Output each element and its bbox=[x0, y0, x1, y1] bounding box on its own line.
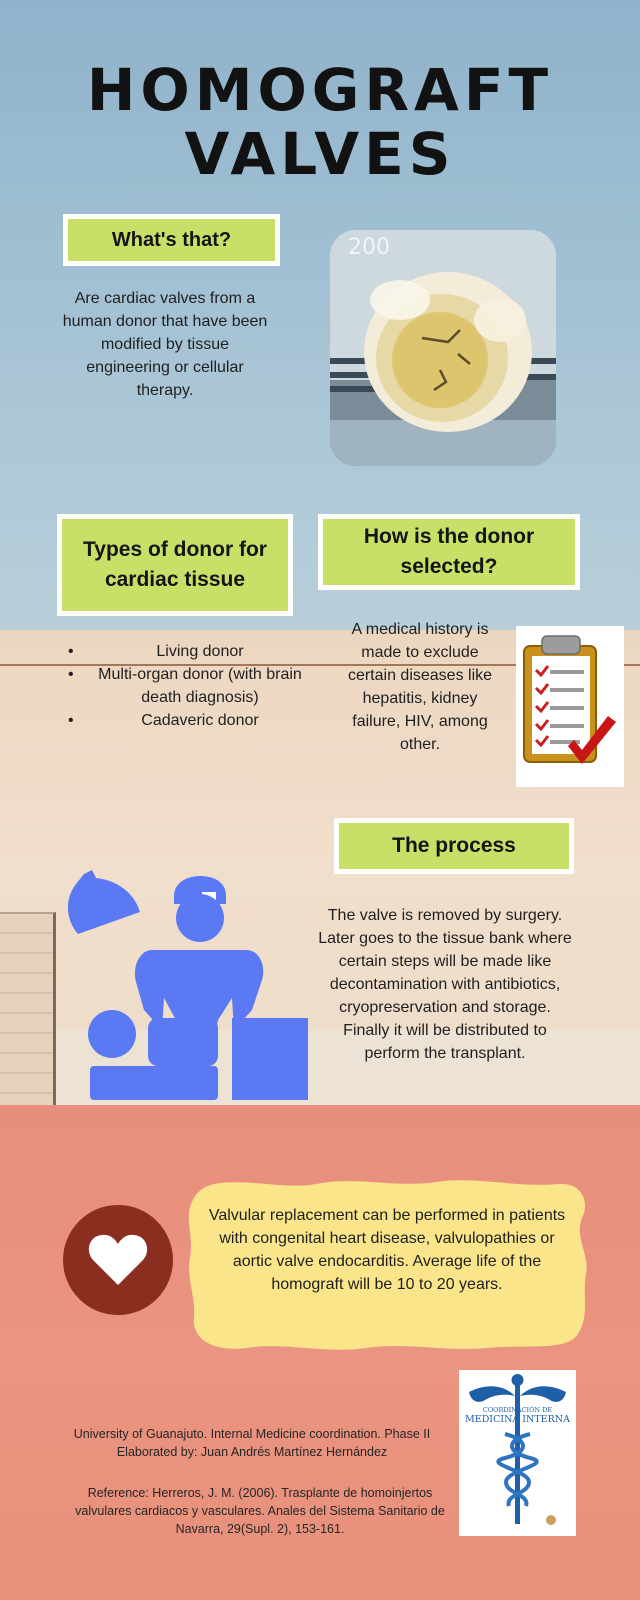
credits-line-1: University of Guanajuto. Internal Medici… bbox=[73, 1427, 431, 1441]
whats-that-heading: What's that? bbox=[63, 214, 280, 266]
logo-small-text: COORDINACIÓN DE bbox=[483, 1405, 553, 1414]
logo-main-text: MEDICINA INTERNA bbox=[465, 1414, 570, 1425]
page-title: HOMOGRAFT VALVES bbox=[0, 58, 640, 186]
donor-selection-text: A medical history is made to exclude cer… bbox=[347, 621, 493, 753]
beaker-marking: 200 bbox=[348, 235, 390, 260]
heart-badge bbox=[63, 1205, 173, 1315]
donor-types-list: Living donor Multi-organ donor (with bra… bbox=[68, 640, 318, 732]
door-decoration bbox=[0, 912, 56, 1117]
whats-that-text: Are cardiac valves from a human donor th… bbox=[62, 290, 268, 399]
list-item: Living donor bbox=[68, 640, 318, 663]
credits-line-2: Elaborated by: Juan Andrés Martínez Hern… bbox=[116, 1445, 388, 1459]
title-line-2: VALVES bbox=[184, 120, 456, 188]
replacement-bubble bbox=[188, 1180, 587, 1350]
reference-text: Reference: Herreros, J. M. (2006). Trasp… bbox=[75, 1486, 445, 1536]
process-heading: The process bbox=[334, 818, 574, 874]
clipboard-checklist-icon bbox=[516, 626, 624, 787]
wall-line bbox=[0, 664, 640, 666]
list-item: Multi-organ donor (with brain death diag… bbox=[68, 663, 318, 709]
replacement-text: Valvular replacement can be performed in… bbox=[208, 1207, 566, 1293]
heart-icon bbox=[88, 1234, 148, 1285]
credits: University of Guanajuto. Internal Medici… bbox=[52, 1425, 452, 1461]
title-line-1: HOMOGRAFT bbox=[86, 56, 554, 124]
donor-selection-heading: How is the donor selected? bbox=[318, 514, 580, 590]
surgeon-icon bbox=[56, 870, 316, 1120]
valve-photo: 200 bbox=[330, 230, 556, 466]
list-item: Cadaveric donor bbox=[68, 709, 318, 732]
process-text: The valve is removed by surgery. Later g… bbox=[318, 907, 572, 1062]
types-of-donor-heading: Types of donor for cardiac tissue bbox=[57, 514, 293, 616]
medicina-interna-logo: COORDINACIÓN DE MEDICINA INTERNA bbox=[459, 1370, 576, 1536]
valve-photo-illustration: 200 bbox=[330, 230, 556, 466]
